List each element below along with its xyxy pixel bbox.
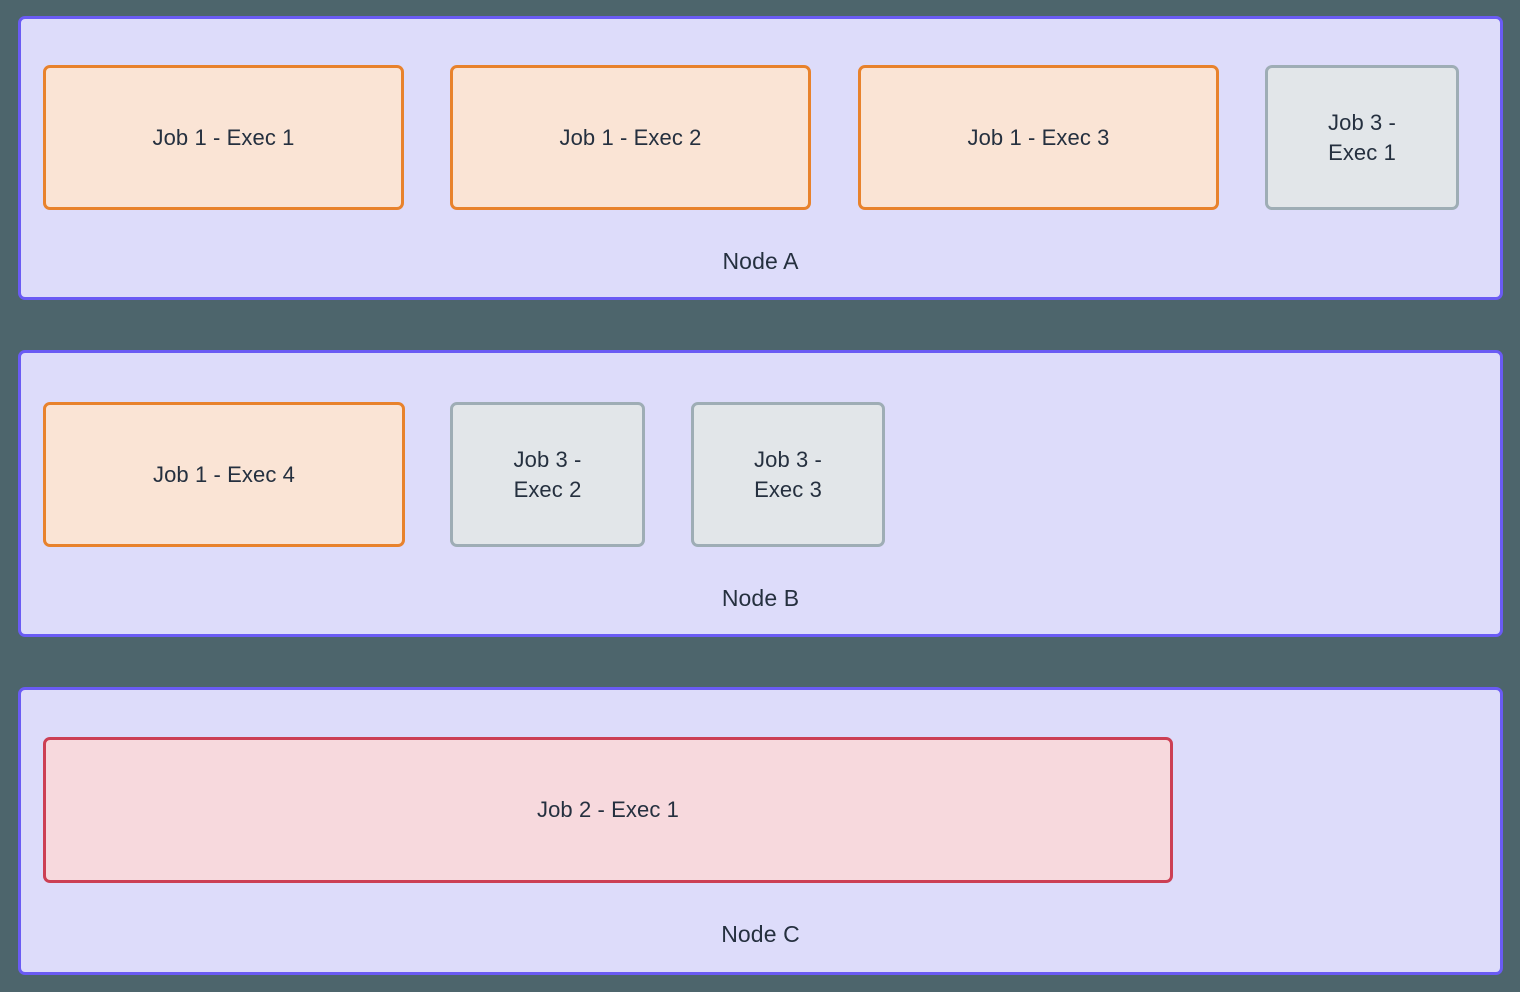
task-box-job-1-exec-3[interactable]: Job 1 - Exec 3 xyxy=(858,65,1219,210)
task-box-job-1-exec-4[interactable]: Job 1 - Exec 4 xyxy=(43,402,405,547)
node-label-node-b: Node B xyxy=(721,585,800,611)
task-box-job-3-exec-1[interactable]: Job 3 - Exec 1 xyxy=(1265,65,1459,210)
task-box-job-1-exec-2[interactable]: Job 1 - Exec 2 xyxy=(450,65,811,210)
task-box-job-2-exec-1[interactable]: Job 2 - Exec 1 xyxy=(43,737,1173,883)
task-box-job-1-exec-1[interactable]: Job 1 - Exec 1 xyxy=(43,65,404,210)
node-label-node-c: Node C xyxy=(721,921,800,947)
node-container-node-c: Job 2 - Exec 1 Node C xyxy=(18,687,1503,975)
node-container-node-a: Job 1 - Exec 1 Job 1 - Exec 2 Job 1 - Exec… xyxy=(18,16,1503,300)
task-box-job-3-exec-3[interactable]: Job 3 - Exec 3 xyxy=(691,402,885,547)
node-container-node-b: Job 1 - Exec 4 Job 3 - Exec 2 Job 3 - Exec… xyxy=(18,350,1503,637)
node-label-node-a: Node A xyxy=(722,248,799,274)
task-box-job-3-exec-2[interactable]: Job 3 - Exec 2 xyxy=(450,402,645,547)
